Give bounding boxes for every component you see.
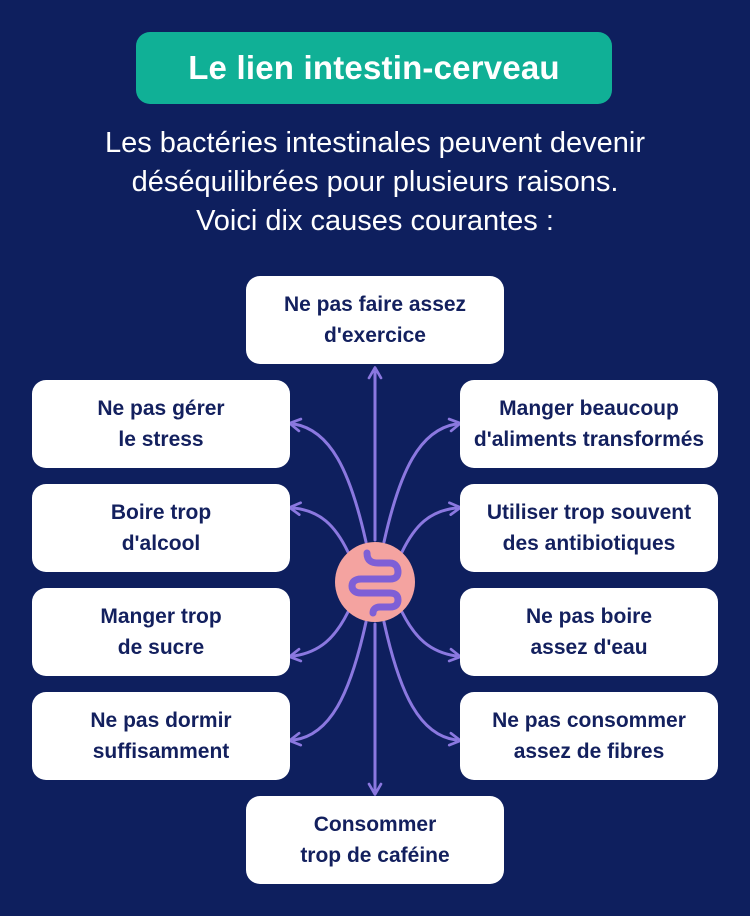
cause-right-1-line-2: d'aliments transformés	[473, 428, 705, 451]
arrow-left-1	[288, 417, 368, 544]
cause-right-2-line-2: des antibiotiques	[502, 532, 676, 555]
cause-card-right-4: Ne pas consommer assez de fibres	[460, 692, 718, 780]
arrow-right-1	[382, 417, 462, 544]
arrow-right-3	[400, 610, 462, 663]
title-banner: Le lien intestin-cerveau	[136, 32, 612, 104]
cause-left-2-line-1: Boire trop	[110, 501, 212, 524]
cause-right-3-line-1: Ne pas boire	[525, 605, 653, 628]
cause-card-left-1: Ne pas gérer le stress	[32, 380, 290, 468]
page-title: Le lien intestin-cerveau	[188, 49, 560, 86]
intro-line-3: Voici dix causes courantes :	[196, 205, 554, 237]
cause-right-3-line-2: assez d'eau	[530, 636, 648, 659]
cause-left-3-line-2: de sucre	[117, 636, 205, 659]
arrow-left-3	[288, 610, 350, 663]
cause-left-1-line-1: Ne pas gérer	[97, 397, 225, 420]
cause-bottom-line-2: trop de caféine	[300, 844, 450, 867]
cause-left-2-line-2: d'alcool	[121, 532, 201, 555]
arrow-left-4	[288, 620, 368, 747]
cause-card-left-2: Boire trop d'alcool	[32, 484, 290, 572]
cause-right-2-line-1: Utiliser trop souvent	[486, 501, 692, 524]
cause-bottom-line-1: Consommer	[313, 813, 437, 836]
cause-card-right-2: Utiliser trop souvent des antibiotiques	[460, 484, 718, 572]
cause-card-top: Ne pas faire assez d'exercice	[246, 276, 504, 364]
intro-text: Les bactéries intestinales peuvent deven…	[20, 124, 730, 241]
arrow-right-2	[400, 501, 462, 554]
intestine-icon	[335, 542, 415, 622]
cause-right-4-line-2: assez de fibres	[513, 740, 665, 763]
intro-line-1: Les bactéries intestinales peuvent deven…	[104, 127, 646, 159]
intro-line-2: déséquilibrées pour plusieurs raisons.	[131, 166, 619, 198]
cause-left-4-line-2: suffisamment	[92, 740, 230, 763]
cause-card-left-4: Ne pas dormir suffisamment	[32, 692, 290, 780]
arrow-right-4	[382, 620, 462, 747]
cause-left-1-line-2: le stress	[118, 428, 204, 451]
cause-right-4-line-1: Ne pas consommer	[492, 709, 686, 732]
cause-card-bottom: Consommer trop de caféine	[246, 796, 504, 884]
arrow-left-2	[288, 501, 350, 554]
cause-top-line-1: Ne pas faire assez	[283, 293, 467, 316]
cause-left-4-line-1: Ne pas dormir	[90, 709, 232, 732]
cause-card-left-3: Manger trop de sucre	[32, 588, 290, 676]
cause-top-line-2: d'exercice	[324, 324, 426, 347]
cause-card-right-1: Manger beaucoup d'aliments transformés	[460, 380, 718, 468]
cause-card-right-3: Ne pas boire assez d'eau	[460, 588, 718, 676]
cause-right-1-line-1: Manger beaucoup	[499, 397, 679, 420]
cause-left-3-line-1: Manger trop	[100, 605, 222, 628]
